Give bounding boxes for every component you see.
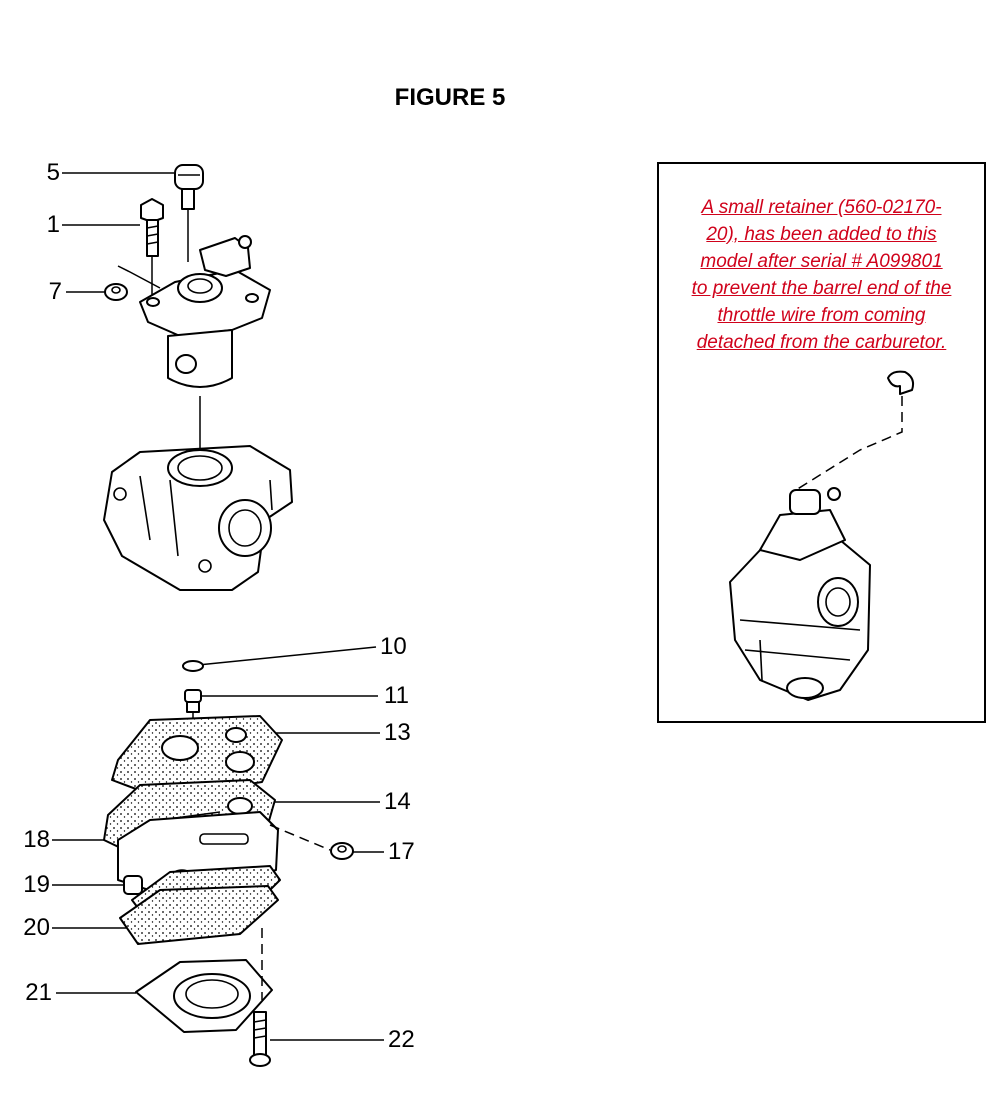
retainer-illustration: [795, 370, 915, 491]
callout-21: 21: [25, 979, 52, 1006]
callout-18: 18: [23, 826, 50, 853]
part-5-idle-screw: [174, 164, 204, 262]
part-13-gasket: [111, 715, 283, 799]
part-19-fitting: [123, 875, 143, 895]
callout-14: 14: [384, 788, 411, 815]
leader-10: [197, 646, 377, 666]
note-line: model after serial # A099801: [700, 251, 943, 272]
retainer-clip: [887, 370, 915, 395]
part-throttle-body: [139, 235, 271, 458]
retainer-note-text: A small retainer (560-02170- 20), has be…: [669, 194, 974, 356]
part-1-bolt: [140, 198, 164, 296]
note-line: throttle wire from coming: [717, 305, 926, 326]
part-7-nut: [104, 265, 161, 301]
part-22-screw: [249, 1011, 271, 1067]
part-10-o-ring: [182, 660, 204, 672]
callout-10: 10: [380, 633, 407, 660]
figure-title: FIGURE 5: [394, 84, 506, 111]
part-21-cover: [135, 928, 273, 1033]
callout-1: 1: [46, 211, 60, 238]
part-20-gasket-stack: [119, 865, 281, 945]
note-line: detached from the carburetor.: [696, 332, 947, 353]
callout-17: 17: [388, 838, 415, 865]
callout-5: 5: [46, 159, 60, 186]
callout-20: 20: [23, 914, 50, 941]
part-carburetor-body: [103, 445, 293, 591]
callout-7: 7: [48, 278, 62, 305]
note-line: 20), has been added to this: [706, 224, 937, 245]
part-17-nut: [269, 824, 354, 860]
callout-19: 19: [23, 871, 50, 898]
retainer-note-box: A small retainer (560-02170- 20), has be…: [657, 162, 986, 723]
callout-13: 13: [384, 719, 411, 746]
callout-22: 22: [388, 1026, 415, 1053]
note-line: to prevent the barrel end of the: [691, 278, 952, 299]
carburetor-with-retainer: [729, 487, 871, 701]
callout-11: 11: [384, 682, 409, 709]
note-line: A small retainer (560-02170-: [701, 197, 942, 218]
